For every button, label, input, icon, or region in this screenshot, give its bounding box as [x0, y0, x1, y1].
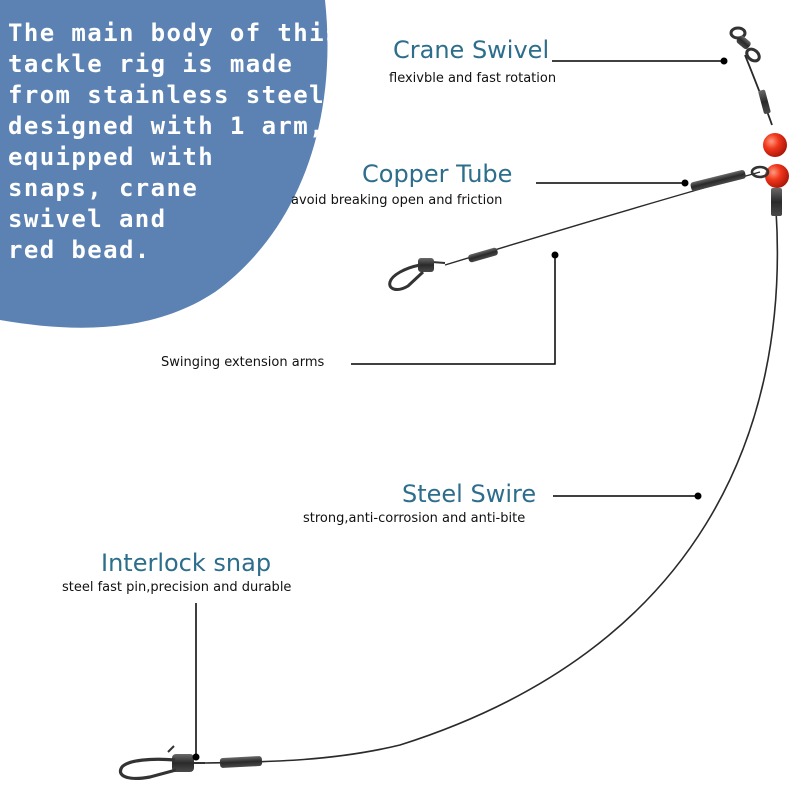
copper-tube-title: Copper Tube — [362, 160, 513, 188]
info-line: designed with 1 arm, — [8, 112, 325, 140]
info-line: The main body of this — [8, 19, 341, 47]
copper-tube-subtitle: avoid breaking open and friction — [291, 193, 503, 208]
crane-swivel-icon — [729, 26, 761, 63]
info-panel-text: The main body of this tackle rig is made… — [8, 18, 341, 266]
leader-copper-tube — [536, 179, 689, 187]
copper-tube-icon — [690, 165, 770, 191]
info-line: equipped with — [8, 143, 215, 171]
info-line: swivel and — [8, 205, 167, 233]
upper-leader-wire — [744, 54, 773, 126]
upper-crimp-sleeve — [758, 89, 771, 114]
bottom-interlock-snap-icon — [118, 745, 205, 780]
leader-interlock-snap — [192, 603, 200, 761]
bead-sleeve — [771, 188, 782, 216]
bottom-crimp-sleeve — [219, 756, 263, 768]
leader-swinging-arms — [351, 251, 559, 365]
red-bead-top — [763, 133, 787, 157]
info-line: snaps, crane — [8, 174, 199, 202]
info-line: from stainless steel, — [8, 81, 341, 109]
arm-crimp-sleeve — [468, 247, 498, 263]
red-bead-bottom — [765, 164, 789, 188]
leader-crane-swivel — [552, 57, 728, 65]
interlock-snap-title: Interlock snap — [101, 549, 272, 577]
interlock-snap-subtitle: steel fast pin,precision and durable — [62, 580, 292, 595]
info-line: red bead. — [8, 236, 151, 264]
steel-wire-title: Steel Swire — [402, 480, 537, 508]
info-panel-background — [0, 0, 328, 328]
swinging-arms-label: Swinging extension arms — [161, 355, 325, 370]
crane-swivel-subtitle: flexivble and fast rotation — [389, 71, 557, 86]
main-steel-wire — [204, 209, 779, 764]
steel-wire-subtitle: strong,anti-corrosion and anti-bite — [303, 511, 526, 526]
crane-swivel-title: Crane Swivel — [393, 36, 550, 64]
info-line: tackle rig is made — [8, 50, 294, 78]
leader-steel-wire — [553, 492, 702, 500]
arm-interlock-snap-icon — [388, 258, 446, 291]
